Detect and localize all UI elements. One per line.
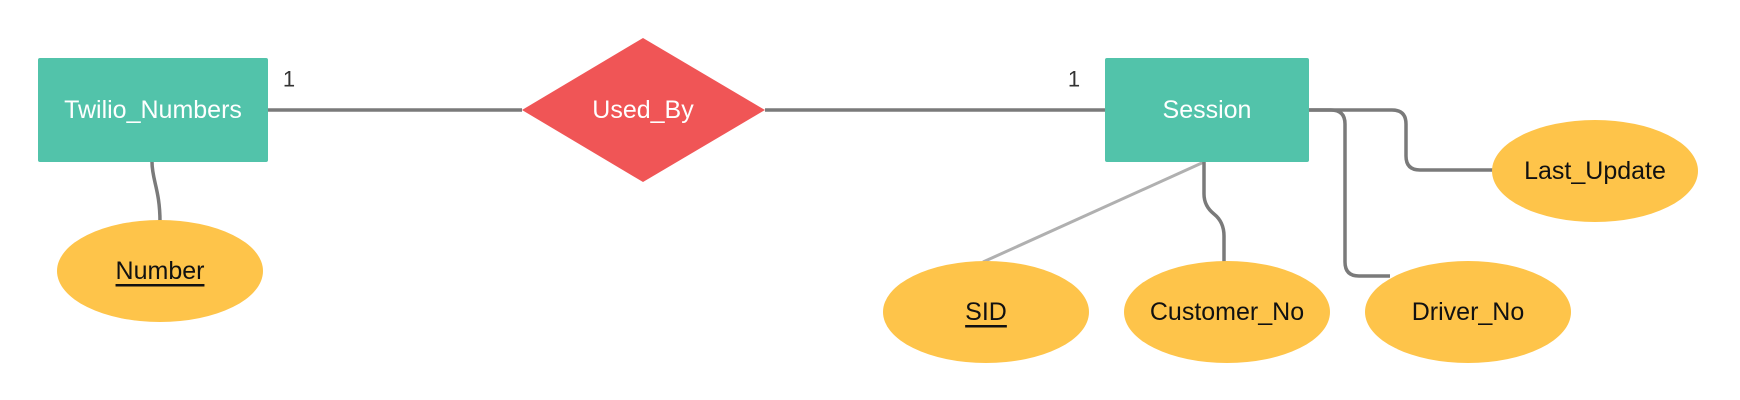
relationship-used-by-diamond	[522, 38, 765, 182]
attribute-driver-no[interactable]: Driver_No	[1365, 261, 1571, 363]
entity-session-box	[1105, 58, 1309, 162]
entity-twilio-numbers[interactable]: Twilio_Numbers	[38, 58, 268, 162]
attribute-driver-no-ellipse	[1365, 261, 1571, 363]
attribute-last-update-ellipse	[1492, 120, 1698, 222]
connector-session-sid	[982, 160, 1205, 264]
attribute-sid-ellipse	[883, 261, 1089, 363]
relationship-used-by[interactable]: Used_By	[522, 38, 765, 182]
attribute-driver-no-label: Driver_No	[1412, 298, 1525, 326]
attribute-customer-no[interactable]: Customer_No	[1124, 261, 1330, 363]
entity-session-label: Session	[1163, 96, 1252, 124]
attribute-last-update[interactable]: Last_Update	[1492, 120, 1698, 222]
attribute-last-update-label: Last_Update	[1524, 157, 1666, 185]
attribute-number[interactable]: Number	[57, 220, 263, 322]
attribute-sid-label: SID	[965, 298, 1007, 326]
connector-session-customer-no	[1202, 162, 1226, 262]
connector-twilio-numbers-number	[150, 161, 162, 223]
connectors	[150, 108, 1507, 278]
cardinality-twilio-numbers: 1	[283, 67, 295, 92]
connector-session-driver-no	[1303, 108, 1390, 278]
attribute-number-ellipse	[57, 220, 263, 322]
entity-twilio-numbers-label: Twilio_Numbers	[64, 96, 242, 124]
entity-session[interactable]: Session	[1105, 58, 1309, 162]
attribute-sid[interactable]: SID	[883, 261, 1089, 363]
cardinality-session: 1	[1068, 67, 1080, 92]
attribute-customer-no-label: Customer_No	[1150, 298, 1304, 326]
entity-twilio-numbers-box	[38, 58, 268, 162]
attribute-number-label: Number	[116, 257, 205, 285]
relationship-used-by-label: Used_By	[592, 96, 694, 124]
connector-session-last-update	[1303, 108, 1507, 172]
attribute-customer-no-ellipse	[1124, 261, 1330, 363]
